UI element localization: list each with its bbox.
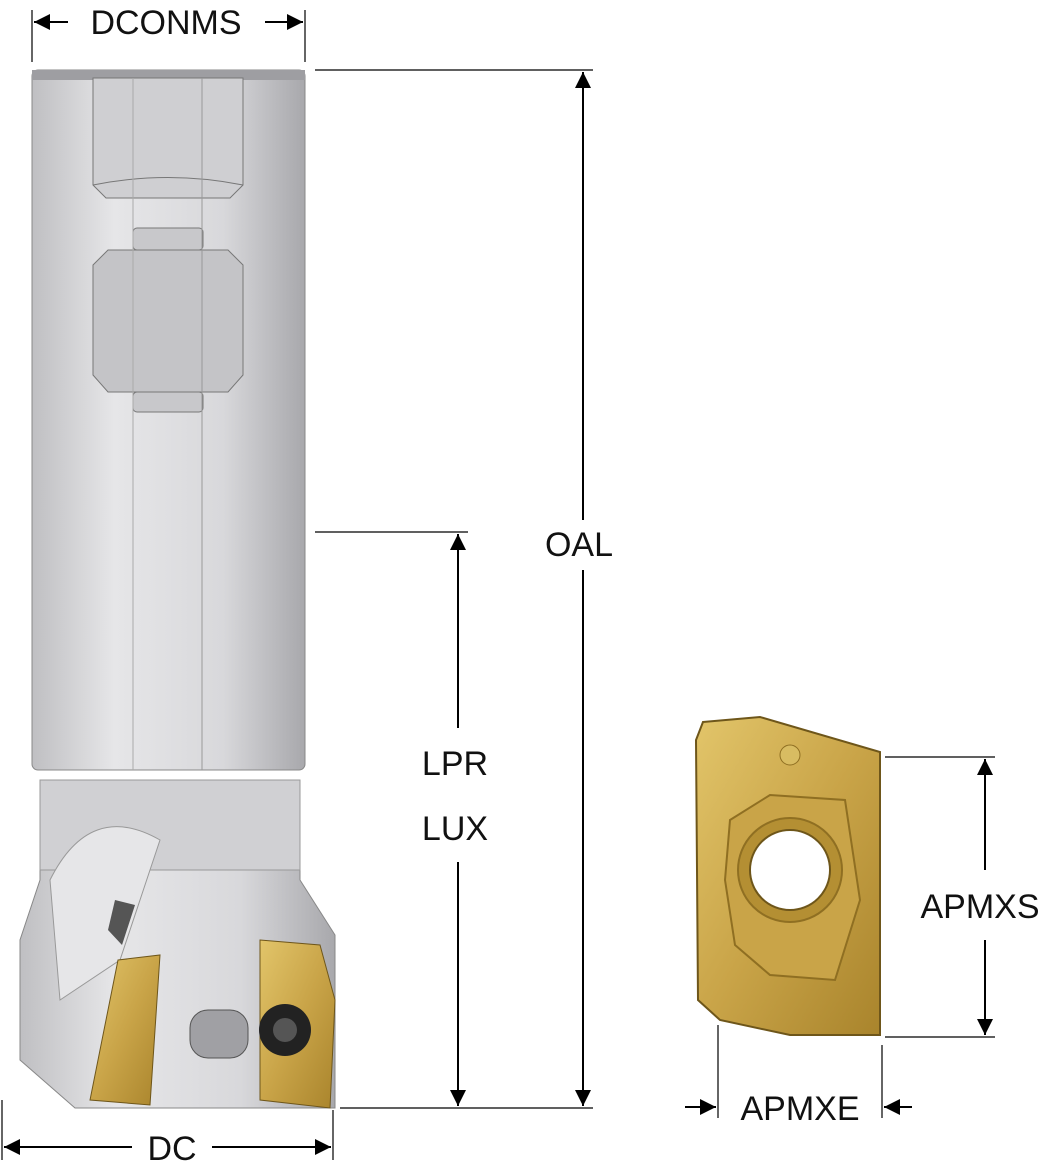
lpr-label: LPR (422, 745, 488, 783)
dconms-label: DCONMS (90, 4, 241, 42)
extension-lines (1, 10, 995, 1160)
apmxs-label: APMXS (920, 888, 1039, 926)
dimension-lines (4, 14, 993, 1155)
lux-label: LUX (422, 810, 488, 848)
cutter-body (19, 69, 336, 1109)
oal-label: OAL (545, 526, 613, 564)
insert (694, 715, 881, 1036)
apmxe-label: APMXE (740, 1090, 859, 1128)
dc-label: DC (147, 1130, 196, 1168)
